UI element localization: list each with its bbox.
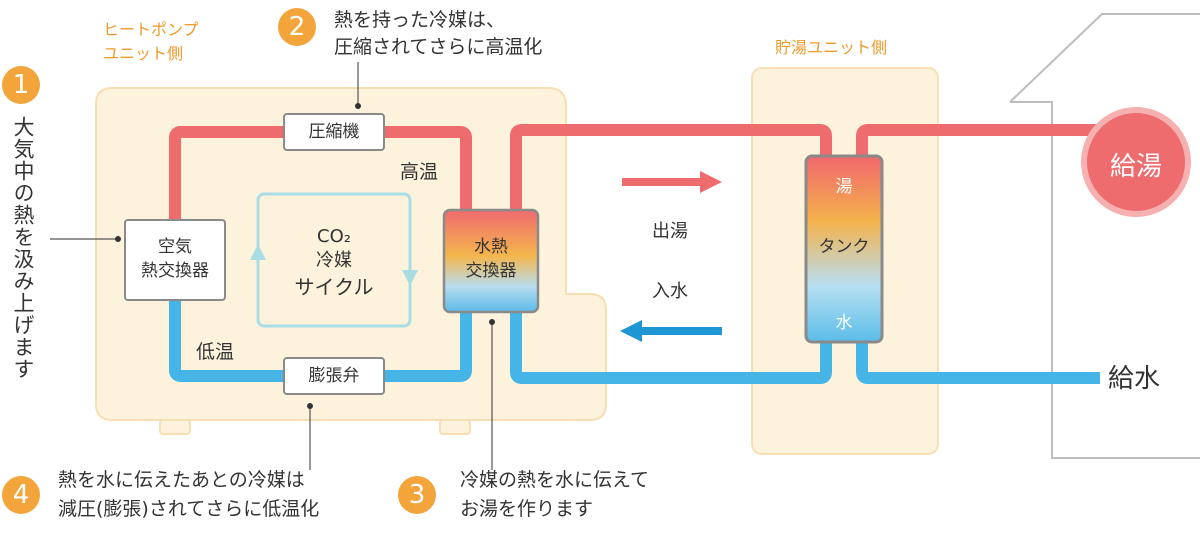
water-in-arrow bbox=[620, 320, 722, 342]
low-temp-label: 低温 bbox=[196, 341, 235, 363]
hot-supply-label: 給湯 bbox=[1109, 152, 1162, 182]
step1-text: 大気中の熱を汲み上げます bbox=[11, 116, 35, 380]
step2-text-line2: 圧縮されてさらに高温化 bbox=[334, 36, 543, 58]
water-in-label: 入水 bbox=[652, 281, 688, 302]
air-hx-label-line1: 空気 bbox=[158, 237, 192, 257]
hot-out-arrow bbox=[622, 171, 722, 193]
step3-text-line1: 冷媒の熱を水に伝えて bbox=[460, 469, 650, 491]
expansion-valve-box bbox=[283, 357, 385, 395]
step1-badge: 1 bbox=[2, 66, 40, 104]
water-supply-label: 給水 bbox=[1108, 364, 1161, 394]
cold-water-pipe bbox=[510, 310, 832, 384]
cycle-arrow-down bbox=[402, 270, 418, 286]
tank-box bbox=[804, 154, 884, 344]
air-hx-box bbox=[124, 219, 226, 301]
cycle-arrow-up bbox=[250, 244, 266, 260]
tank-label: タンク bbox=[818, 237, 870, 257]
water-hx-label-line1: 水熱 bbox=[474, 237, 508, 257]
water-hx-label-line2: 交換器 bbox=[465, 261, 517, 281]
water-supply-pipe bbox=[856, 340, 1100, 384]
tank-bottom-label: 水 bbox=[835, 313, 853, 333]
step4-text-line1: 熱を水に伝えたあとの冷媒は bbox=[58, 469, 305, 491]
air-hx-label-line2: 熱交換器 bbox=[141, 261, 209, 281]
step2-text-line1: 熱を持った冷媒は、 bbox=[334, 9, 506, 31]
expansion-valve-label: 膨張弁 bbox=[308, 366, 360, 386]
step3-badge: 3 bbox=[398, 476, 436, 514]
heat-pump-unit bbox=[95, 87, 607, 421]
heat-pump-unit-label-line1: ヒートポンプ bbox=[103, 20, 199, 39]
hot-supply-circle bbox=[1081, 107, 1191, 217]
tank-top-label: 湯 bbox=[835, 177, 853, 197]
hot-supply-pipe bbox=[856, 124, 1100, 158]
tank-unit-label: 貯湯ユニット側 bbox=[775, 38, 888, 57]
hot-out-label: 出湯 bbox=[652, 221, 688, 242]
cycle-line1: CO₂ bbox=[317, 226, 351, 247]
compressor-box bbox=[283, 113, 385, 151]
house-outline bbox=[1009, 13, 1200, 459]
high-temp-label: 高温 bbox=[400, 161, 439, 183]
step4-badge: 4 bbox=[2, 476, 40, 514]
step4-text-line2: 減圧(膨張)されてさらに低温化 bbox=[58, 498, 320, 520]
heat-pump-unit-label-line2: ユニット側 bbox=[103, 44, 184, 63]
cycle-line3: サイクル bbox=[294, 275, 374, 299]
step2-badge: 2 bbox=[278, 8, 316, 46]
step3-text-line2: お湯を作ります bbox=[460, 498, 594, 520]
cycle-line2: 冷媒 bbox=[316, 250, 352, 271]
water-hx-box bbox=[442, 208, 540, 314]
compressor-label: 圧縮機 bbox=[308, 122, 360, 142]
hot-water-pipe bbox=[510, 124, 832, 212]
